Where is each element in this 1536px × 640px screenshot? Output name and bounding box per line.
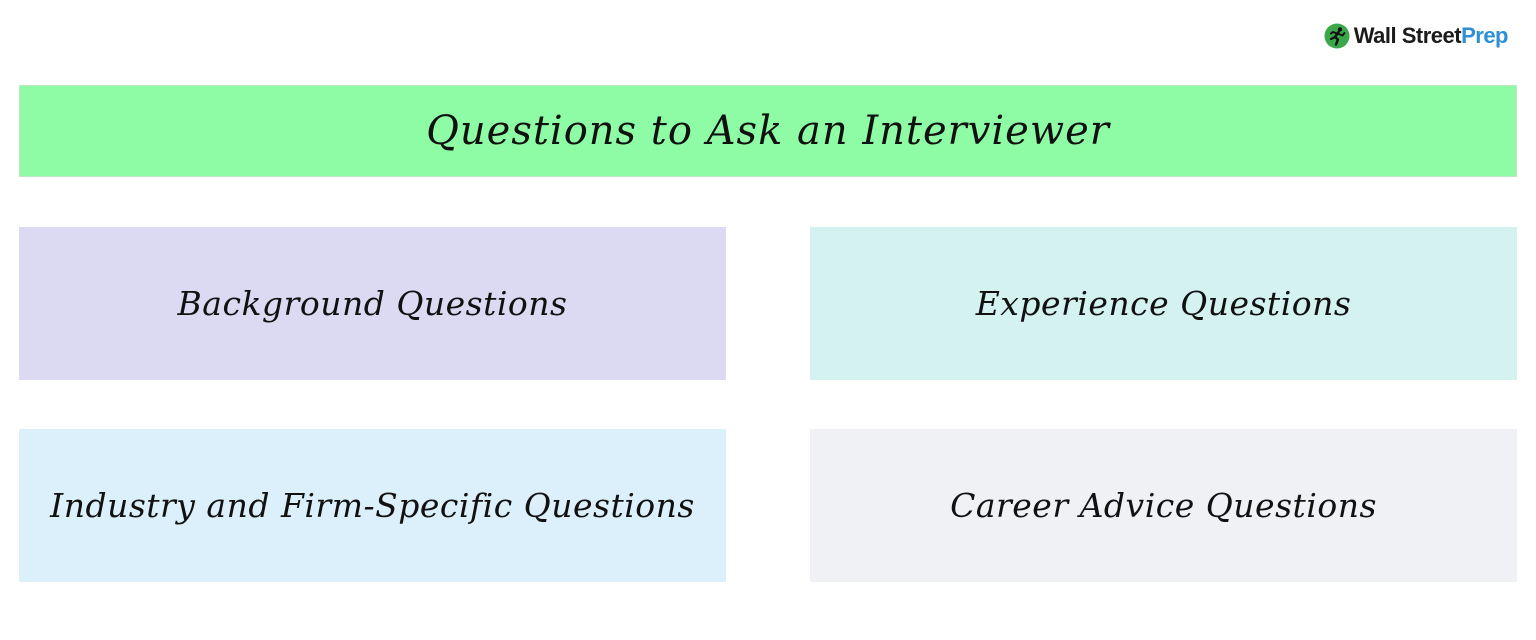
diagram-title: Questions to Ask an Interviewer <box>19 85 1517 177</box>
logo-word-prep: Prep <box>1461 23 1508 48</box>
category-industry-firm-specific-questions: Industry and Firm-Specific Questions <box>19 429 726 582</box>
wall-street-prep-logo: Wall StreetPrep <box>1324 20 1508 52</box>
runner-icon <box>1324 23 1350 49</box>
category-experience-questions: Experience Questions <box>810 227 1517 380</box>
category-career-advice-questions: Career Advice Questions <box>810 429 1517 582</box>
logo-word-wall-street: Wall Street <box>1353 23 1462 48</box>
category-background-questions: Background Questions <box>19 227 726 380</box>
logo-wordmark: Wall StreetPrep <box>1353 23 1509 49</box>
